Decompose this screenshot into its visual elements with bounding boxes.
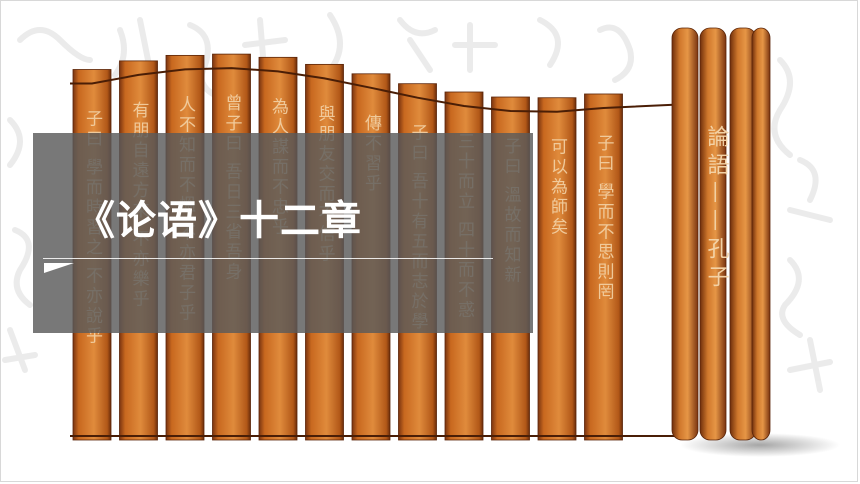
slat-inscription: 子曰 學而不思則罔: [594, 134, 615, 302]
roll-slat: [751, 27, 771, 441]
scroll-cover-title: 論語——孔子: [704, 125, 730, 293]
scroll-bindings: [70, 67, 691, 437]
rolled-scroll-cover: 論語——孔子: [671, 27, 771, 441]
title-triangle-icon: [44, 263, 74, 273]
bamboo-slat: 可以為師矣: [537, 97, 577, 441]
roll-slat: [699, 27, 727, 441]
title-banner: [33, 133, 533, 333]
roll-slat: [671, 27, 699, 441]
binding-cord: [70, 67, 691, 113]
bamboo-slat: 子曰 學而不思則罔: [584, 93, 623, 441]
title-underline: [43, 258, 493, 259]
slat-inscription: 可以為師矣: [547, 138, 568, 238]
slide-title: 《论语》十二章: [75, 198, 362, 244]
